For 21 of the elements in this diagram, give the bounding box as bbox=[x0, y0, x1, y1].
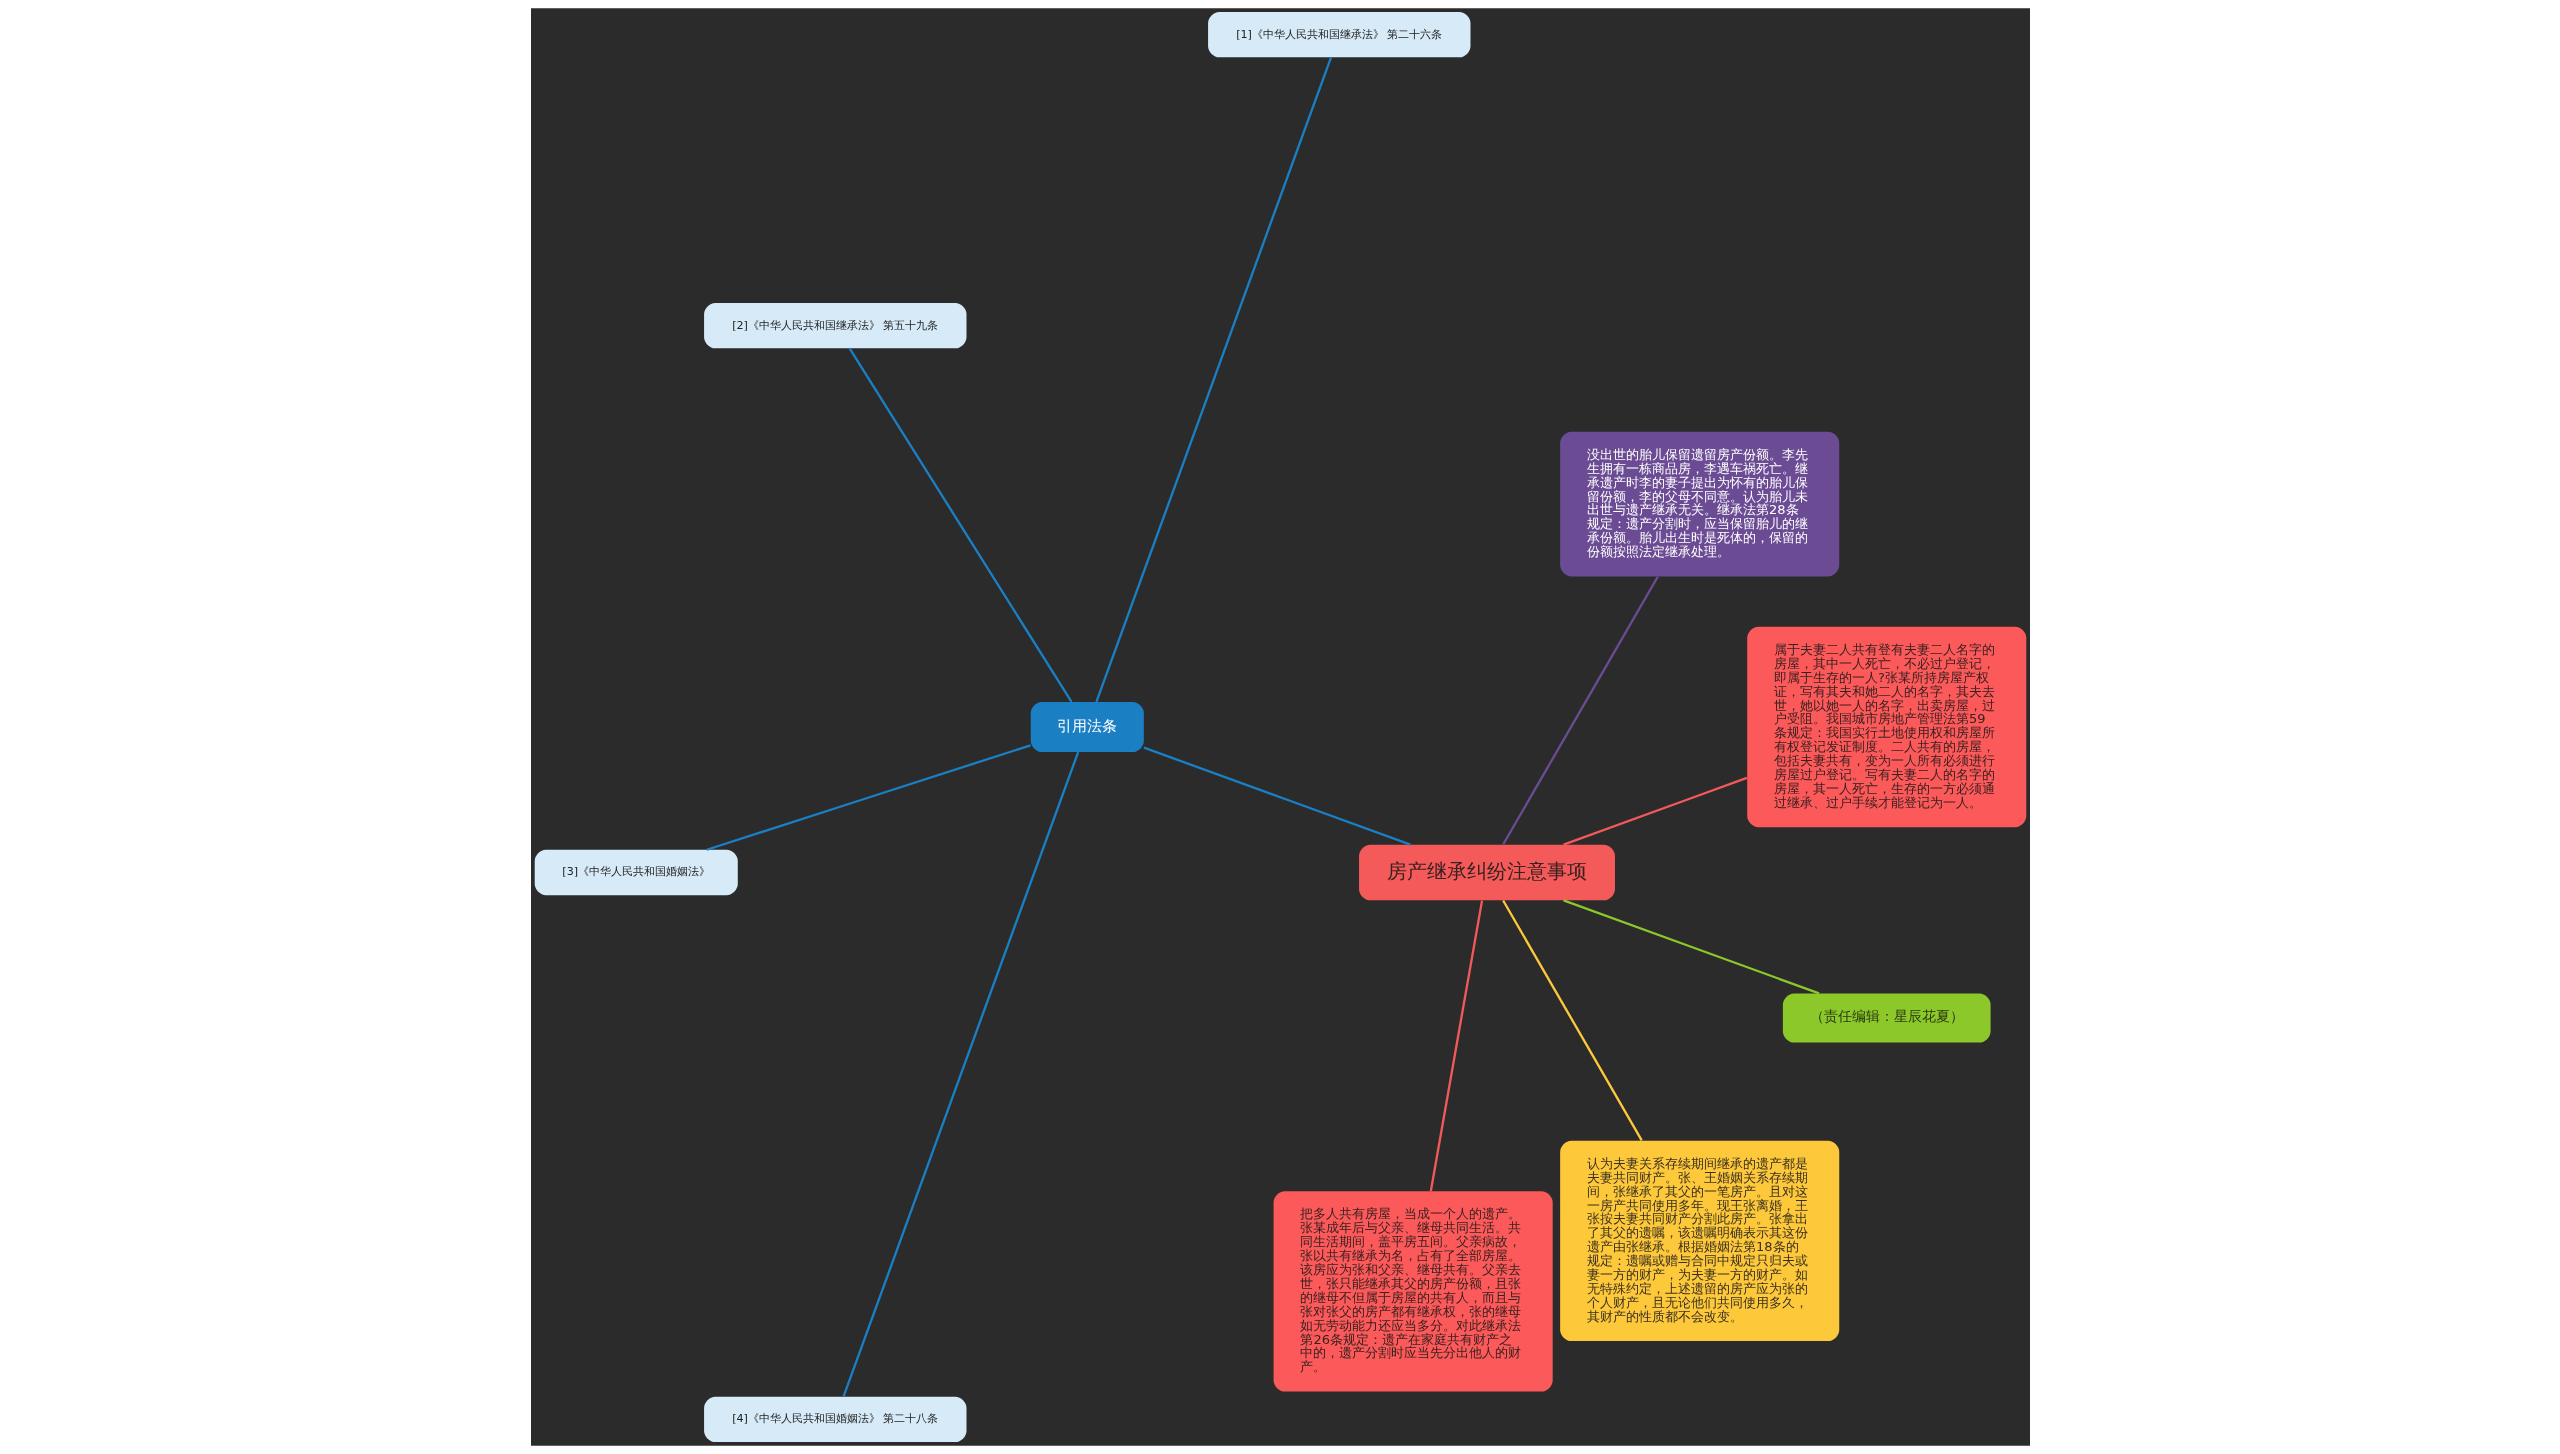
connector bbox=[842, 751, 1079, 1397]
connector bbox=[1562, 776, 1747, 846]
connector bbox=[1143, 746, 1411, 846]
node-box: 把多人共有房屋，当成一个人的遗产。张某成年后与父亲、继母共同生活。共同生活期间，盖平房五间。父亲病故，张以共有继承为名，占有了全部房屋。该房应为张和父亲、继母共有。父亲去世，张只能继承其父的房产份额，且张的继母不但属于房屋的共有人，而且与张对张父的房产都有继承权，张的继母如无劳动能力还应当多分。对此继承法第26条规定：遗产在家庭共有财产之中的，遗产分割时应当先分出他人的财产。 bbox=[1273, 1191, 1553, 1392]
node-box: [4]《中华人民共和国婚姻法》 第二十八条 bbox=[703, 1396, 966, 1443]
node-box: 属于夫妻二人共有登有夫妻二人名字的房屋，其中一人死亡，不必过户登记，即属于生存的一人?张某所持房屋产权证，写有其夫和她二人的名字，其夫去世，她以她一人的名字，出卖房屋，过户受阻。我国城市房地产管理法第59条规定：我国实行土地使用权和房屋所有权登记发证制度。二人共有的房屋，包括夫妻共有，变为一人所有必须进行房屋过户登记。写有夫妻二人的名字的房屋，其一人死亡，生存的一方必须通过继承、过户手续才能登记为一人。 bbox=[1746, 626, 2026, 828]
connector bbox=[848, 347, 1072, 703]
connector bbox=[705, 744, 1031, 851]
node-box: 房产继承纠纷注意事项 bbox=[1358, 844, 1615, 901]
node-box: [1]《中华人民共和国继承法》 第二十六条 bbox=[1207, 11, 1470, 58]
node-box: [2]《中华人民共和国继承法》 第五十九条 bbox=[703, 302, 966, 349]
connector bbox=[1094, 57, 1332, 703]
connector bbox=[1562, 899, 1819, 995]
connector bbox=[1501, 576, 1659, 846]
connector bbox=[1429, 900, 1483, 1192]
node-box: （责任编辑：星辰花夏） bbox=[1782, 993, 1991, 1043]
node-box: 认为夫妻关系存续期间继承的遗产都是夫妻共同财产。张、王婚姻关系存续期间，张继承了其父的一笔房产。且对这一房产共同使用多年。现王张离婚，王张按夫妻共同财产分割此房产。张拿出了其父的遗嘱，该遗嘱明确表示其这份遗产由张继承。根据婚姻法第18条的规定：遗嘱或赠与合同中规定只归夫或妻一方的财产，为夫妻一方的财产。如无特殊约定，上述遗留的房产应为张的个人财产，且无论他们共同使用多久，其财产的性质都不会改变。 bbox=[1559, 1140, 1839, 1341]
node-box: 没出世的胎儿保留遗留房产份额。李先生拥有一栋商品房，李遇车祸死亡。继承遗产时李的妻子提出为怀有的胎儿保留份额，李的父母不同意。认为胎儿未出世与遗产继承无关。继承法第28条规定：遗产分割时，应当保留胎儿的继承份额。胎儿出生时是死体的，保留的份额按照法定继承处理。 bbox=[1559, 431, 1839, 577]
node-box: 引用法条 bbox=[1030, 701, 1144, 753]
node-box: [3]《中华人民共和国婚姻法》 bbox=[534, 849, 738, 896]
connector bbox=[1501, 899, 1643, 1142]
